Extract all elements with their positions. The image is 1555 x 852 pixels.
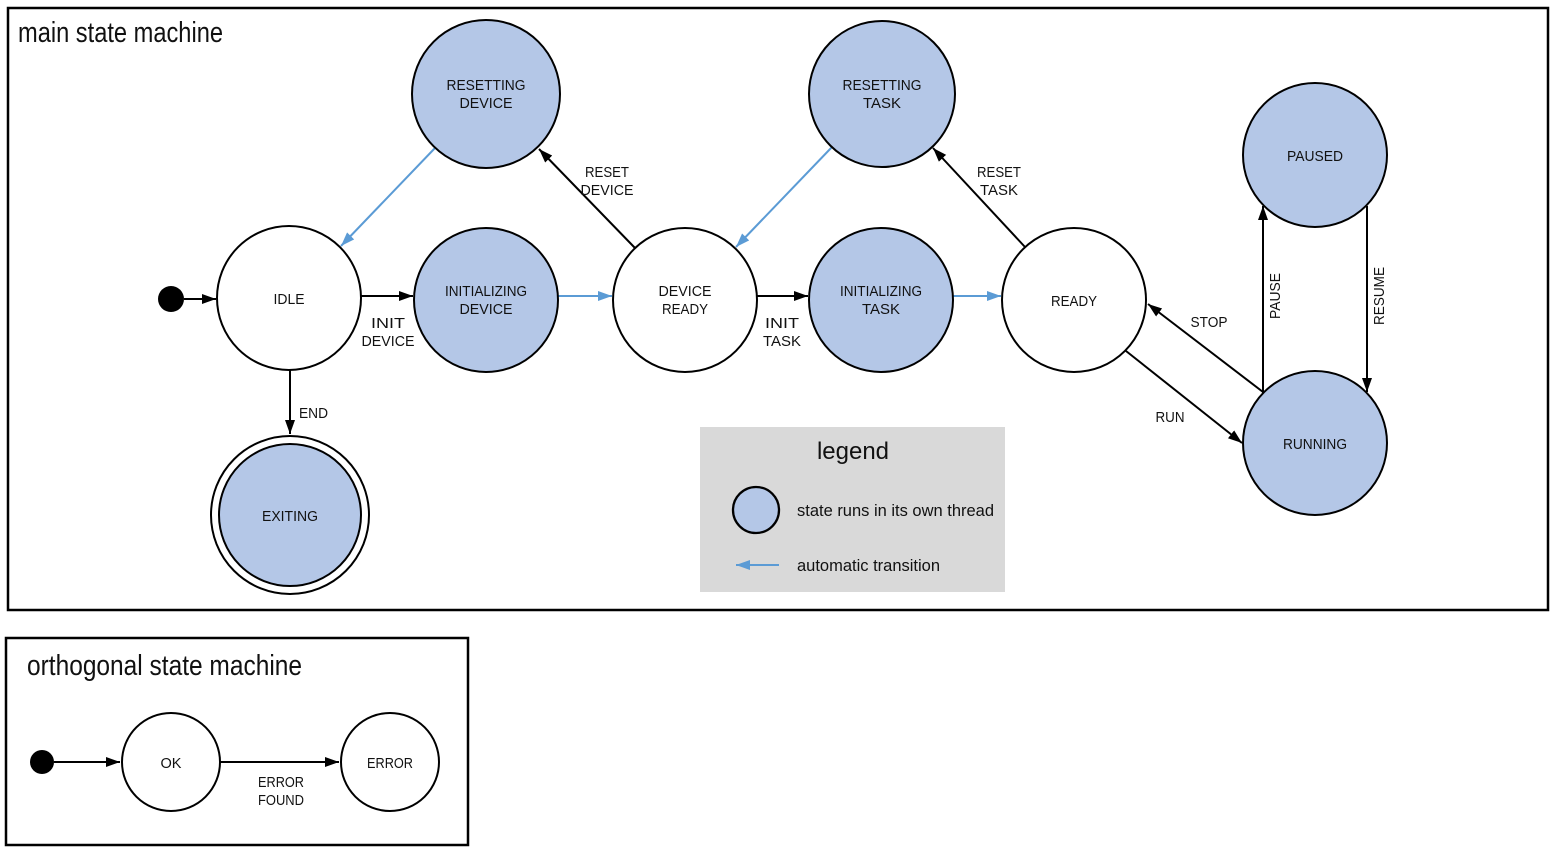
transition-reset-task-label-line1: RESET <box>977 164 1021 181</box>
state-running-circle <box>1242 370 1388 516</box>
legend: legend state runs in its own thread auto… <box>700 427 1005 592</box>
state-resetting-device: RESETTING DEVICE <box>411 19 561 169</box>
state-device-ready-label-line1: DEVICE <box>659 283 712 300</box>
state-error: ERROR <box>340 712 440 812</box>
transition-run-arrow <box>1125 350 1243 444</box>
transition-reset-task-arrow <box>932 147 1026 248</box>
state-ready-label: READY <box>1051 293 1097 310</box>
state-resetting-device-label-line2: DEVICE <box>460 95 513 112</box>
state-idle-circle <box>216 225 362 371</box>
state-idle: IDLE <box>216 225 362 371</box>
state-initializing-task-label-line1: INITIALIZING <box>840 283 922 300</box>
state-initializing-device-label-line1: INITIALIZING <box>445 283 527 300</box>
state-idle-label: IDLE <box>274 291 305 308</box>
state-initializing-task-label-line2: TASK <box>862 301 900 318</box>
state-ready-circle <box>1001 227 1147 373</box>
state-device-ready-circle <box>612 227 758 373</box>
legend-title: legend <box>817 438 889 465</box>
state-paused-label: PAUSED <box>1287 148 1343 165</box>
state-resetting-task: RESETTING TASK <box>808 20 956 168</box>
transition-run-label: RUN <box>1156 409 1185 426</box>
state-exiting-final: EXITING <box>210 435 370 595</box>
transition-reset-device-label-line1: RESET <box>585 164 629 181</box>
transition-init-task-label-line2: TASK <box>763 333 801 350</box>
state-running-label: RUNNING <box>1283 436 1347 453</box>
legend-thread-label: state runs in its own thread <box>797 501 994 520</box>
transition-resume-label: RESUME <box>1371 267 1388 325</box>
transition-init-device-label-line1: INIT <box>371 315 405 332</box>
auto-transition-resetting-device-to-idle-arrow <box>340 147 436 247</box>
state-exiting-circle <box>218 443 362 587</box>
state-running: RUNNING <box>1242 370 1388 516</box>
transition-reset-device-label-line2: DEVICE <box>581 182 634 199</box>
state-resetting-device-circle <box>411 19 561 169</box>
state-error-circle <box>340 712 440 812</box>
state-resetting-task-label-line2: TASK <box>863 95 901 112</box>
state-ok-circle <box>121 712 221 812</box>
legend-auto-label: automatic transition <box>797 556 940 575</box>
state-initializing-task: INITIALIZING TASK <box>808 227 954 373</box>
main-state-machine-panel: main state machine INIT DEVICE RESET DEV… <box>6 6 1550 612</box>
state-resetting-task-label-line1: RESETTING <box>843 77 922 94</box>
transition-error-found-label-line2: FOUND <box>258 792 304 809</box>
state-ready: READY <box>1001 227 1147 373</box>
main-panel-title: main state machine <box>18 17 223 49</box>
auto-transition-resetting-task-to-device-ready-arrow <box>735 146 833 248</box>
transition-reset-device-arrow <box>538 148 636 249</box>
orthogonal-initial-state-dot <box>30 750 54 774</box>
transition-stop-arrow <box>1147 303 1264 393</box>
state-initializing-device-circle <box>413 227 559 373</box>
transition-init-device-label-line2: DEVICE <box>362 333 415 350</box>
state-ok-label: OK <box>161 755 182 772</box>
transition-stop-label: STOP <box>1191 314 1228 331</box>
state-paused-circle <box>1242 82 1388 228</box>
state-initializing-device-label-line2: DEVICE <box>460 301 513 318</box>
state-ok: OK <box>121 712 221 812</box>
state-exiting-label: EXITING <box>262 508 318 525</box>
state-error-label: ERROR <box>367 755 413 772</box>
threaded-state-legend-icon <box>731 485 781 535</box>
transition-init-task-label-line1: INIT <box>765 315 799 332</box>
state-paused: PAUSED <box>1242 82 1388 228</box>
state-device-ready-label-line2: READY <box>662 301 708 318</box>
initial-state-dot <box>158 286 184 312</box>
orthogonal-state-machine-panel: orthogonal state machine ERROR FOUND OK … <box>4 636 470 847</box>
state-device-ready: DEVICE READY <box>612 227 758 373</box>
orthogonal-panel-title: orthogonal state machine <box>27 650 302 682</box>
transition-end-label: END <box>299 405 328 422</box>
state-resetting-task-circle <box>808 20 956 168</box>
state-initializing-device: INITIALIZING DEVICE <box>413 227 559 373</box>
transition-pause-label: PAUSE <box>1267 273 1284 319</box>
state-initializing-task-circle <box>808 227 954 373</box>
transition-reset-task-label-line2: TASK <box>980 182 1018 199</box>
transition-error-found-label-line1: ERROR <box>258 774 304 791</box>
state-resetting-device-label-line1: RESETTING <box>447 77 526 94</box>
